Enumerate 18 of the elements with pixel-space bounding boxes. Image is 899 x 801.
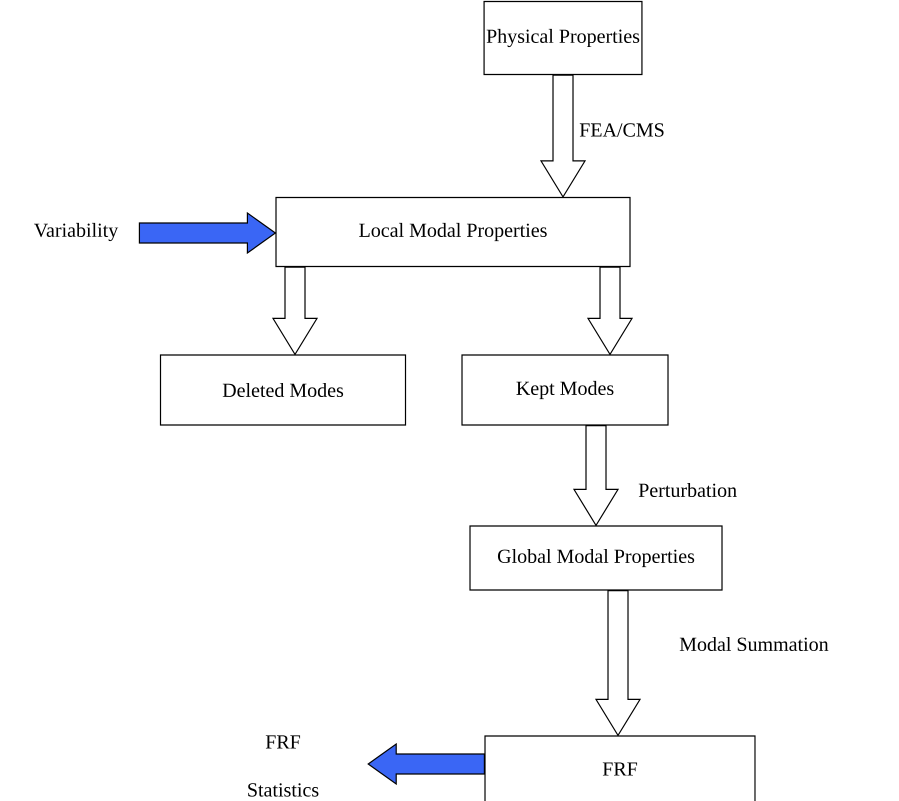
process-box: Physical Properties <box>483 0 643 76</box>
process-box: FRF <box>484 735 756 801</box>
edge-label: Modal Summation <box>678 636 830 652</box>
block-arrow <box>138 212 276 254</box>
block-arrow <box>367 742 486 786</box>
hollow-arrow <box>594 590 642 737</box>
edge-label: FEA/CMS <box>578 122 666 138</box>
hollow-arrow <box>272 266 318 356</box>
hollow-arrow <box>586 266 634 356</box>
process-box: Kept Modes <box>461 354 669 426</box>
edge-label: Perturbation <box>637 482 738 498</box>
process-box: Global Modal Properties <box>469 525 723 591</box>
process-box: Deleted Modes <box>160 354 406 426</box>
process-box: Local Modal Properties <box>275 196 631 268</box>
input-label: Variability <box>34 222 118 242</box>
hollow-arrow <box>540 74 586 198</box>
hollow-arrow <box>572 425 620 527</box>
output-label: FRF Statistics <box>248 735 318 797</box>
